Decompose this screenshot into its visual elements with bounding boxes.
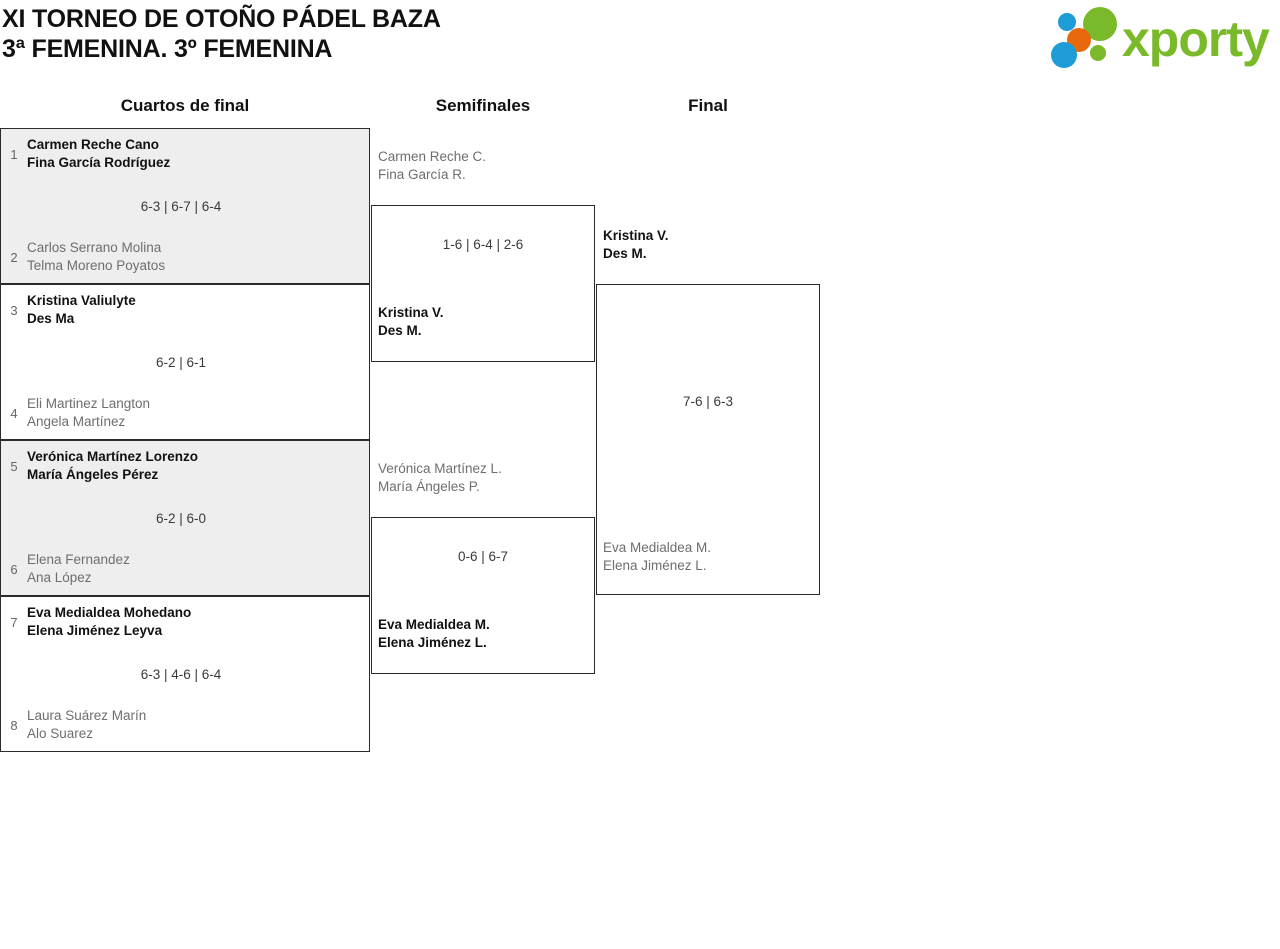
player-name: Elena Fernandez	[27, 552, 130, 567]
semifinal-2-team-bottom[interactable]: Eva Medialdea M. Elena Jiménez L.	[378, 616, 490, 652]
semifinal-1-team-bottom[interactable]: Kristina V. Des M.	[378, 304, 444, 340]
final-team-top[interactable]: Kristina V. Des M.	[603, 227, 669, 263]
match-semifinal-1[interactable]: 1-6 | 6-4 | 2-6 Kristina V. Des M.	[371, 205, 595, 362]
match-quarterfinal-2[interactable]: 3 Kristina Valiulyte Des Ma 6-2 | 6-1 4 …	[0, 284, 370, 440]
player-name: Eva Medialdea Mohedano	[27, 605, 192, 620]
player-name: Ana López	[27, 570, 92, 585]
player-name: Carmen Reche C.	[378, 149, 487, 164]
xporty-logo-graphic: xporty	[1051, 7, 1271, 68]
match-team-bottom[interactable]: 6 Elena Fernandez Ana López	[1, 551, 369, 587]
match-team-top[interactable]: 5 Verónica Martínez Lorenzo María Ángele…	[1, 448, 369, 484]
seed-number: 6	[10, 561, 18, 577]
semifinal-1-team-top[interactable]: Carmen Reche C. Fina García R.	[378, 148, 486, 184]
match-score: 6-3 | 6-7 | 6-4	[140, 199, 222, 214]
match-final[interactable]: 7-6 | 6-3 Eva Medialdea M. Elena Jiménez…	[596, 284, 820, 595]
player-name: Kristina Valiulyte	[27, 293, 136, 308]
team-names: Kristina Valiulyte Des Ma	[27, 292, 136, 328]
match-score: 6-2 | 6-0	[155, 511, 207, 526]
player-name: Fina García Rodríguez	[27, 155, 171, 170]
match-semifinal-2[interactable]: 0-6 | 6-7 Eva Medialdea M. Elena Jiménez…	[371, 517, 595, 674]
player-name: Verónica Martínez Lorenzo	[27, 449, 199, 464]
team-names: Carmen Reche Cano Fina García Rodríguez	[27, 136, 170, 172]
player-name: Elena Jiménez L.	[603, 558, 707, 573]
xporty-logo[interactable]: xporty	[1048, 6, 1274, 68]
player-name: Des M.	[603, 246, 647, 261]
team-names: Eli Martinez Langton Angela Martínez	[27, 395, 150, 431]
match-score: 7-6 | 6-3	[682, 394, 734, 409]
round-header-final: Final	[688, 96, 728, 115]
tournament-header: XI TORNEO DE OTOÑO PÁDEL BAZA 3ª FEMENIN…	[0, 0, 1042, 64]
player-name: Angela Martínez	[27, 414, 126, 429]
player-name: Des M.	[378, 323, 422, 338]
logo-wordmark: xporty	[1122, 11, 1270, 67]
logo-dot-blue-large	[1051, 42, 1077, 68]
player-name: María Ángeles Pérez	[27, 467, 159, 482]
match-score: 6-2 | 6-1	[155, 355, 207, 370]
seed-number: 7	[10, 614, 18, 630]
page-subtitle: 3ª FEMENINA. 3º FEMENINA	[2, 35, 333, 63]
team-names: Laura Suárez Marín Alo Suarez	[27, 707, 146, 743]
seed-number: 1	[10, 146, 18, 162]
match-score: 6-3 | 4-6 | 6-4	[140, 667, 222, 682]
round-header-quarterfinals: Cuartos de final	[120, 96, 250, 115]
team-names: Verónica Martínez Lorenzo María Ángeles …	[27, 448, 198, 484]
player-name: Kristina V.	[378, 305, 444, 320]
player-name: Carmen Reche Cano	[27, 137, 160, 152]
seed-number: 2	[10, 249, 18, 265]
match-team-top[interactable]: 1 Carmen Reche Cano Fina García Rodrígue…	[1, 136, 369, 172]
player-name: Carlos Serrano Molina	[27, 240, 162, 255]
team-names: Elena Fernandez Ana López	[27, 551, 130, 587]
player-name: Des Ma	[27, 311, 75, 326]
player-name: Elena Jiménez L.	[378, 635, 487, 650]
page-title: XI TORNEO DE OTOÑO PÁDEL BAZA	[2, 5, 441, 33]
match-quarterfinal-4[interactable]: 7 Eva Medialdea Mohedano Elena Jiménez L…	[0, 596, 370, 752]
player-name: Alo Suarez	[27, 726, 94, 741]
player-name: Kristina V.	[603, 228, 669, 243]
match-score: 1-6 | 6-4 | 2-6	[442, 237, 524, 252]
player-name: Laura Suárez Marín	[27, 708, 147, 723]
match-team-top[interactable]: 7 Eva Medialdea Mohedano Elena Jiménez L…	[1, 604, 369, 640]
match-team-top[interactable]: 3 Kristina Valiulyte Des Ma	[1, 292, 369, 328]
team-names: Eva Medialdea Mohedano Elena Jiménez Ley…	[27, 604, 191, 640]
round-header-semifinals: Semifinales	[435, 96, 531, 115]
logo-dot-green-large	[1083, 7, 1117, 41]
team-names: Carlos Serrano Molina Telma Moreno Poyat…	[27, 239, 165, 275]
seed-number: 8	[10, 717, 18, 733]
logo-dot-blue-small	[1058, 13, 1076, 31]
match-team-bottom[interactable]: 2 Carlos Serrano Molina Telma Moreno Poy…	[1, 239, 369, 275]
seed-number: 4	[10, 405, 18, 421]
match-score: 0-6 | 6-7	[457, 549, 509, 564]
player-name: Fina García R.	[378, 167, 466, 182]
seed-number: 5	[10, 458, 18, 474]
seed-number: 3	[10, 302, 18, 318]
match-team-bottom[interactable]: 8 Laura Suárez Marín Alo Suarez	[1, 707, 369, 743]
player-name: María Ángeles P.	[378, 479, 480, 494]
player-name: Eli Martinez Langton	[27, 396, 151, 411]
match-quarterfinal-1[interactable]: 1 Carmen Reche Cano Fina García Rodrígue…	[0, 128, 370, 284]
logo-dot-green-small	[1090, 45, 1106, 61]
player-name: Verónica Martínez L.	[378, 461, 502, 476]
player-name: Eva Medialdea M.	[378, 617, 490, 632]
match-quarterfinal-3[interactable]: 5 Verónica Martínez Lorenzo María Ángele…	[0, 440, 370, 596]
player-name: Telma Moreno Poyatos	[27, 258, 166, 273]
match-team-bottom[interactable]: 4 Eli Martinez Langton Angela Martínez	[1, 395, 369, 431]
semifinal-2-team-top[interactable]: Verónica Martínez L. María Ángeles P.	[378, 460, 502, 496]
player-name: Elena Jiménez Leyva	[27, 623, 163, 638]
player-name: Eva Medialdea M.	[603, 540, 712, 555]
final-team-bottom[interactable]: Eva Medialdea M. Elena Jiménez L.	[603, 539, 711, 575]
